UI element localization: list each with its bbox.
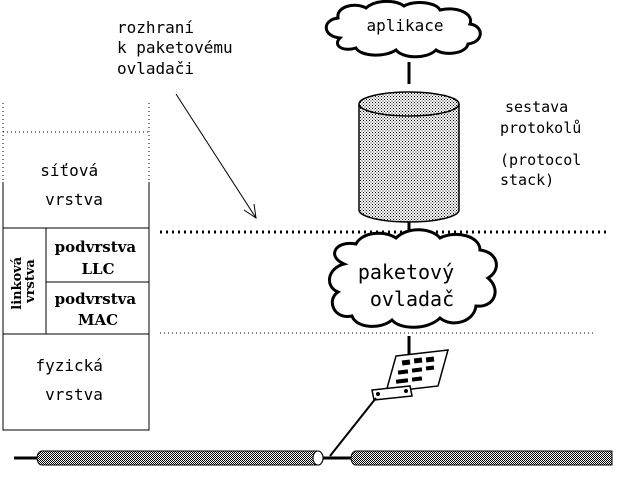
mac-line2: MAC — [78, 311, 118, 329]
mac-line1: podvrstva — [55, 290, 137, 308]
physical-layer-line1: fyzická — [35, 356, 102, 375]
protocol-stack-cylinder — [358, 91, 460, 223]
physical-layer-label: fyzická vrstva — [35, 356, 112, 404]
stack-label: sestava protokolů — [500, 98, 581, 137]
network-card-icon — [371, 349, 450, 401]
interface-label-line2: k paketovému — [117, 38, 233, 57]
stack-label-line2: protokolů — [500, 119, 581, 137]
link-layer-label: linková vrstva — [10, 252, 38, 310]
llc-line1: podvrstva — [55, 238, 137, 256]
packet-driver-cloud: paketový ovladač — [328, 228, 498, 329]
link-layer-line1: linková — [10, 256, 25, 310]
network-layer-line1: síťová — [40, 161, 98, 180]
interface-label-line1: rozhraní — [117, 18, 194, 37]
application-cloud: aplikace — [324, 0, 482, 59]
stack-label-line1: sestava — [505, 98, 568, 116]
bus-cable — [14, 450, 613, 466]
driver-label: paketový ovladač — [358, 260, 466, 311]
link-layer-line2: vrstva — [23, 259, 38, 304]
mac-sublayer-label: podvrstva MAC — [55, 290, 142, 329]
stack-label-en: (protocol stack) — [500, 151, 590, 189]
interface-arrow — [175, 93, 257, 220]
network-layer-label: síťová vrstva — [40, 161, 107, 209]
drop-cable — [329, 397, 377, 457]
interface-label: rozhraní k paketovému ovladači — [117, 18, 242, 78]
llc-sublayer-label: podvrstva LLC — [55, 238, 142, 278]
interface-label-line3: ovladači — [117, 59, 194, 78]
physical-layer-line2: vrstva — [45, 385, 103, 404]
application-label: aplikace — [366, 16, 443, 35]
driver-label-line1: paketový — [358, 260, 454, 284]
driver-label-line2: ovladač — [370, 287, 454, 311]
stack-label-en-line2: stack) — [500, 171, 554, 189]
stack-label-en-line1: (protocol — [500, 151, 581, 169]
osi-layer-table: síťová vrstva linková vrstva podvrstva L… — [2, 103, 150, 431]
network-layer-line2: vrstva — [45, 190, 103, 209]
llc-line2: LLC — [81, 260, 114, 278]
